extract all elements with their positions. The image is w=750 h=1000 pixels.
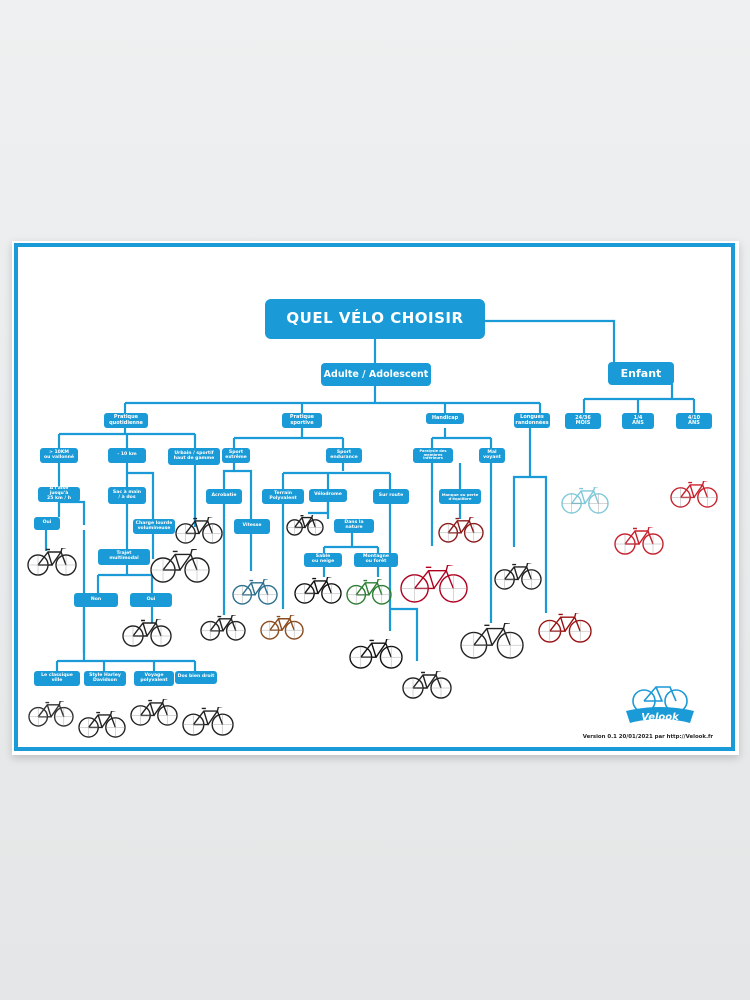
node-sport-endurance: Sport endurance <box>326 448 362 463</box>
cat-pratique-sportive: Pratique sportive <box>282 413 322 428</box>
city-bike-image <box>27 548 77 576</box>
adult-node: Adulte / Adolescent <box>321 363 431 386</box>
cruiser-bike-image <box>78 711 126 738</box>
upright-bike-image <box>182 707 234 736</box>
classic-city-bike-image <box>28 701 74 727</box>
child-node: Enfant <box>608 362 674 385</box>
footer-version: Version 0.1 20/01/2021 par http://Velook… <box>582 734 713 740</box>
cat-randonnees: Longues randonnées <box>514 413 550 428</box>
gravel-bike-image <box>260 615 304 640</box>
cargo-bike-image <box>150 549 210 583</box>
node-velodrome: Vélodrome <box>309 489 347 502</box>
fat-bike-image <box>294 577 342 604</box>
node-nature: Dans la nature <box>334 519 374 533</box>
node-dos-droit: Dos bien droit <box>175 671 217 684</box>
kid-tricycle-image <box>614 527 664 555</box>
cat-age-4-10: 4/10 ANS <box>676 413 712 429</box>
poster: QUEL VÉLO CHOISIR Adulte / Adolescent En… <box>12 241 739 755</box>
node-harley: Style Harley Davidson <box>84 671 126 686</box>
velook-logo: Velook <box>626 686 694 723</box>
speed-bike-image <box>232 579 278 605</box>
node-sac-main: Sac à main / à dos <box>108 487 146 504</box>
cat-handicap: Handicap <box>426 413 464 424</box>
node-sur-route: Sur route <box>373 489 409 504</box>
folding-bike-image <box>122 619 172 647</box>
node-montagne: Montagne ou forêt <box>354 553 398 567</box>
cat-age-1-4: 1/4 ANS <box>622 413 654 429</box>
node-charge: Charge lourde volumineuse <box>133 519 175 534</box>
node-km10-plus: > 10KM ou vallonné <box>40 448 78 463</box>
node-manque: Manque ou perte d'équilibre <box>439 489 481 504</box>
touring-road-bike-image <box>538 613 592 643</box>
node-vitesse: Vitesse <box>234 519 270 534</box>
node-voyage: Voyage polyvalent <box>134 671 174 686</box>
recumbent-bike-image <box>349 639 403 669</box>
node-paralysie: Paralysie des membres inférieurs <box>413 448 453 463</box>
node-urbain: Urbain / sportif haut de gamme <box>168 448 220 465</box>
node-oui-1: Oui <box>34 517 60 530</box>
tandem-bike-image <box>460 623 524 659</box>
kid-bike-image <box>670 481 718 508</box>
logo-text: Velook <box>641 712 680 723</box>
cat-age-24-36: 24/36 MOIS <box>565 413 601 429</box>
page-title: QUEL VÉLO CHOISIR <box>265 299 485 339</box>
node-classique: Le classique ville <box>34 671 80 686</box>
track-bike-image <box>286 515 324 536</box>
node-sport-extreme: Sport extrême <box>222 448 250 463</box>
node-sable: Sable ou neige <box>304 553 342 567</box>
node-malvoyant: Mal voyant <box>479 448 505 463</box>
balance-bike-image <box>561 487 609 514</box>
urban-bike-image <box>175 517 223 544</box>
node-oui-2: Oui <box>130 593 172 607</box>
node-terrain: Terrain Polyvalent <box>262 489 304 504</box>
node-acrobatie: Acrobatie <box>206 489 242 504</box>
node-non: Non <box>74 593 118 607</box>
node-km10-minus: - 10 km <box>108 448 146 463</box>
mtb-bike-image <box>346 579 392 605</box>
recumbent-trike-image <box>400 565 468 603</box>
poster-frame <box>14 243 735 751</box>
road-bike-image <box>402 671 452 699</box>
trekking-bike-image <box>494 563 542 590</box>
cat-pratique-quotidienne: Pratique quotidienne <box>104 413 148 428</box>
touring-bike-image <box>130 699 178 726</box>
node-trajet: Trajet multimodal <box>98 549 150 565</box>
node-alaise: A l'aise jusqu'à 25 km / h <box>38 486 80 502</box>
bmx-bike-image <box>200 615 246 641</box>
adult-tricycle-image <box>438 517 484 543</box>
